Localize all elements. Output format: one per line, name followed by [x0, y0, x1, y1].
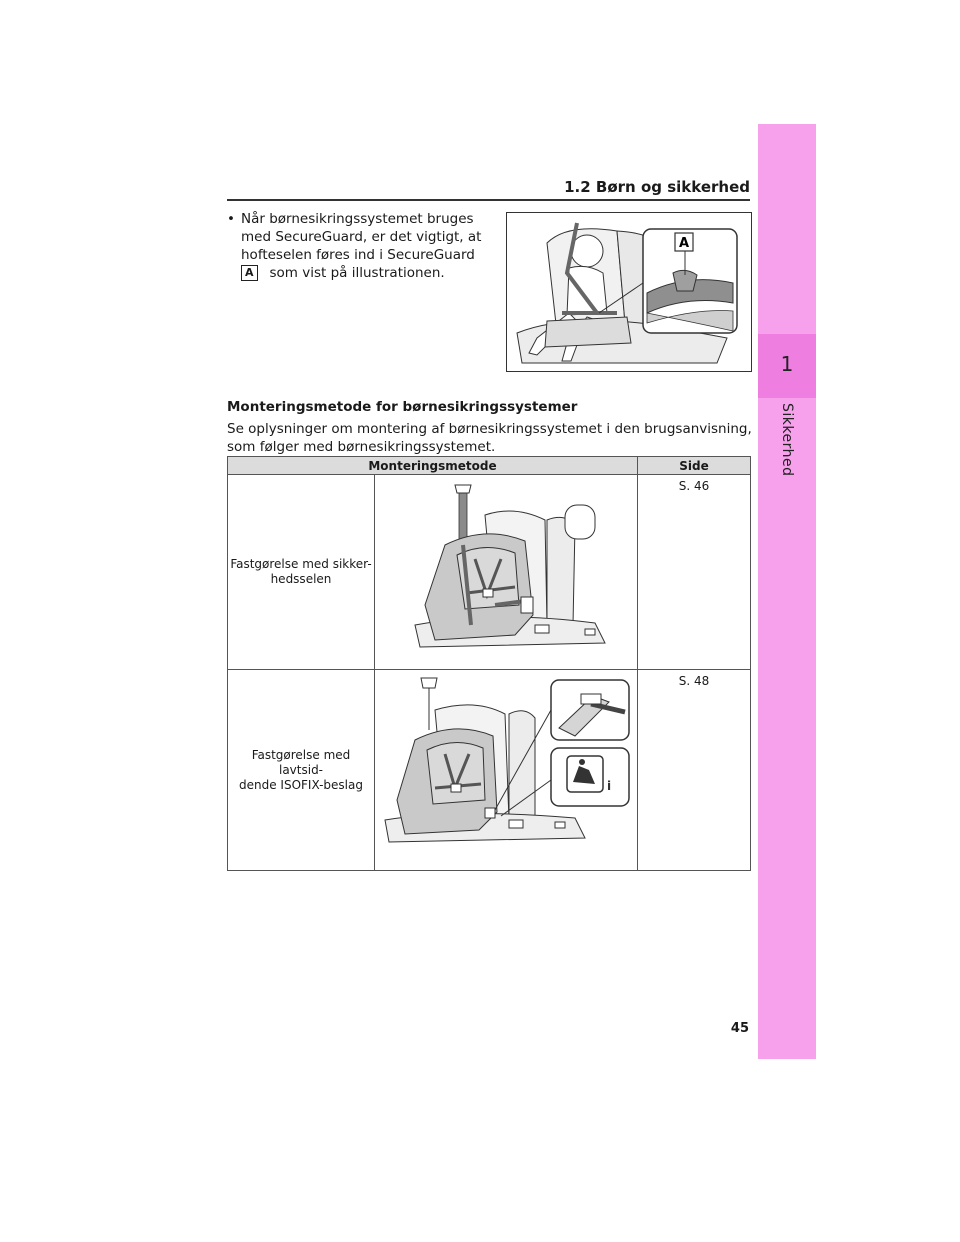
- method-line: Fastgørelse med sikker-: [230, 557, 372, 571]
- page-number: 45: [730, 1021, 749, 1036]
- seatbelt-mount-illustration: [374, 474, 638, 670]
- section-title: Monteringsmetode for børnesikringssystem…: [227, 399, 578, 415]
- method-line: Fastgørelse med lavtsid-: [251, 747, 351, 777]
- callout-badge: A: [241, 265, 258, 281]
- header-page: Side: [637, 456, 751, 475]
- mounting-method-table: Monteringsmetode Side Fastgørelse med si…: [227, 456, 751, 871]
- table-header-row: Monteringsmetode Side: [227, 456, 751, 475]
- side-tab: [758, 124, 816, 1059]
- bullet-line: med SecureGuard, er det vigtigt, at: [241, 229, 482, 245]
- bullet-dot: •: [227, 211, 235, 227]
- header-method: Monteringsmetode: [227, 456, 638, 475]
- table-row: Fastgørelse med lavtsid- dende ISOFIX-be…: [227, 669, 751, 871]
- isofix-mount-illustration: i: [374, 669, 638, 871]
- bullet-paragraph: • Når børnesikringssystemet bruges med S…: [227, 210, 482, 282]
- table-row: Fastgørelse med sikker- hedsselen: [227, 474, 751, 670]
- chapter-label: Sikkerhed: [779, 403, 795, 477]
- method-line: hedsselen: [270, 572, 332, 586]
- chapter-title: 1.2 Børn og sikkerhed: [564, 178, 750, 196]
- method-cell: Fastgørelse med sikker- hedsselen: [227, 474, 375, 670]
- bullet-line: hofteselen føres ind i SecureGuard: [241, 247, 475, 263]
- section-description: Se oplysninger om montering af børnesikr…: [227, 421, 752, 455]
- method-cell: Fastgørelse med lavtsid- dende ISOFIX-be…: [227, 669, 375, 871]
- page-cell: S. 48: [637, 669, 751, 871]
- page-cell: S. 46: [637, 474, 751, 670]
- bullet-line: Når børnesikringssystemet bruges: [241, 211, 474, 227]
- bullet-line: som vist på illustrationen.: [269, 265, 445, 281]
- secureguard-illustration: A: [506, 212, 752, 372]
- method-line: dende ISOFIX-beslag: [239, 777, 363, 792]
- side-tab-active-block: [758, 334, 816, 398]
- svg-text:i: i: [607, 779, 611, 793]
- chapter-number: 1: [780, 352, 794, 376]
- header-rule: [227, 199, 750, 201]
- callout-label: A: [679, 236, 689, 251]
